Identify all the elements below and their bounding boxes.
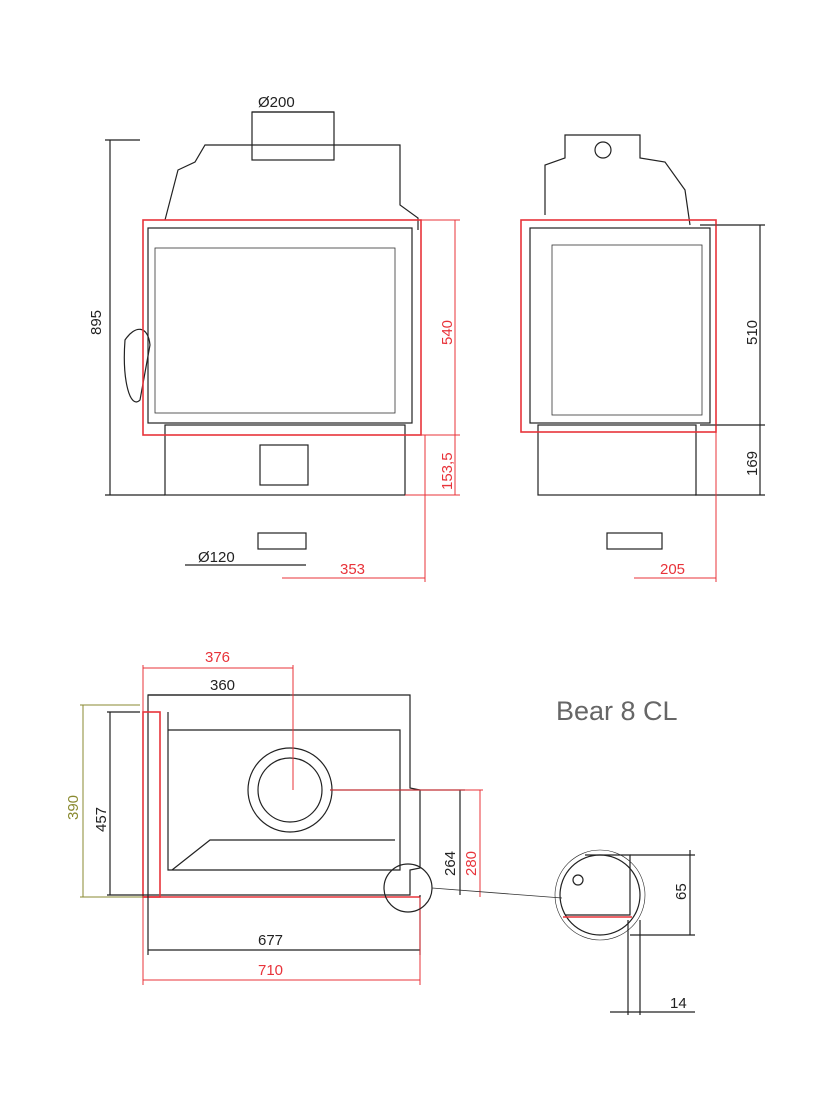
dim-flue-depth: 264 <box>442 851 459 876</box>
dim-air-inlet-offset: 353 <box>340 561 365 578</box>
front-view: 895 Ø200 540 153,5 353 Ø120 <box>88 94 460 582</box>
dim-depth-total: 390 <box>65 795 82 820</box>
dim-side-air-offset: 205 <box>660 561 685 578</box>
dim-base-height: 153,5 <box>439 452 456 490</box>
dim-door-height: 540 <box>439 320 456 345</box>
dim-width: 677 <box>258 932 283 949</box>
detail-view: 65 14 <box>554 849 695 1015</box>
dim-flue-depth-red: 280 <box>463 851 480 876</box>
dim-total-height: 895 <box>88 310 105 335</box>
dim-flue-center: 360 <box>210 677 235 694</box>
model-title: Bear 8 CL <box>556 696 678 726</box>
dim-air-inlet-diameter: Ø120 <box>198 549 235 566</box>
side-view: 510 169 205 <box>520 134 765 582</box>
dim-side-door-height: 510 <box>744 320 761 345</box>
dim-flue-center-red: 376 <box>205 649 230 666</box>
dim-width-red: 710 <box>258 962 283 979</box>
front-door-outline <box>142 219 422 436</box>
dim-detail-height: 65 <box>673 883 690 900</box>
side-door-outline <box>520 219 717 433</box>
dim-detail-thickness: 14 <box>670 995 687 1012</box>
top-view: 376 360 390 457 264 280 677 710 <box>65 649 563 985</box>
dim-depth: 457 <box>93 807 110 832</box>
dim-flue-diameter: Ø200 <box>258 94 295 111</box>
dim-side-base-height: 169 <box>744 451 761 476</box>
